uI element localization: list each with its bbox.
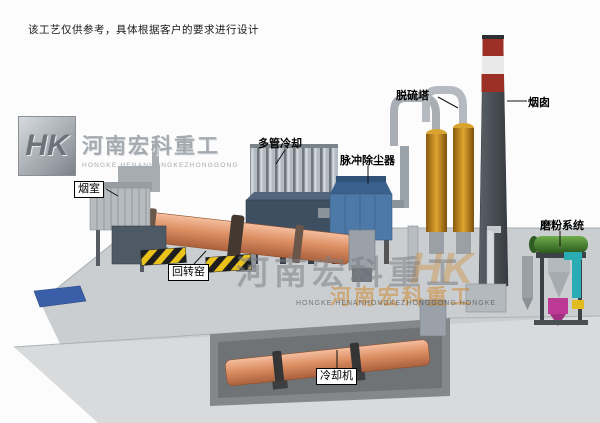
kiln-hood-graphic: [348, 229, 376, 282]
label-rotary-kiln: 回转窑: [168, 264, 209, 281]
watermark-latin: HONGKE HENANHONGKEZHONGGONG HONGKE: [296, 300, 497, 307]
logo-latin-name: HONGKE HENANHONGKEZHONGGONG: [82, 162, 239, 169]
label-grinding-system: 磨粉系统: [540, 220, 584, 232]
watermark-company: 河南宏科重工: [236, 254, 464, 291]
blue-pad-graphic: [33, 285, 87, 308]
desulfurization-tower-graphic: [390, 86, 474, 283]
disclaimer-note: 该工艺仅供参考，具体根据客户的要求进行设计: [28, 24, 259, 36]
watermark-company-orange: 河南宏科重工: [330, 286, 474, 309]
label-multi-tube-cooling: 多管冷却: [258, 138, 302, 150]
label-pulse-dust-collector: 脉冲除尘器: [340, 155, 395, 167]
logo-text: 河南宏科重工 HONGKE HENANHONGKEZHONGGONG: [82, 116, 239, 169]
logo-company-name: 河南宏科重工: [82, 135, 220, 158]
company-logo: HK 河南宏科重工 HONGKE HENANHONGKEZHONGGONG: [18, 116, 239, 176]
label-desulfurization-tower: 脱硫塔: [396, 90, 429, 102]
logo-hk-monogram: HK: [18, 116, 76, 176]
leader-lines: [105, 96, 561, 368]
label-cooling-machine: 冷却机: [316, 368, 357, 385]
hazard-blocks-graphic: [140, 247, 252, 273]
watermark-hk-monogram: HK: [410, 244, 474, 293]
label-chimney: 烟囱: [528, 97, 550, 109]
grinding-system-graphic: [522, 236, 588, 326]
cooler-trench-graphic: [210, 299, 450, 406]
chimney-graphic: [465, 35, 509, 313]
label-smoke-chamber: 烟室: [74, 181, 104, 198]
